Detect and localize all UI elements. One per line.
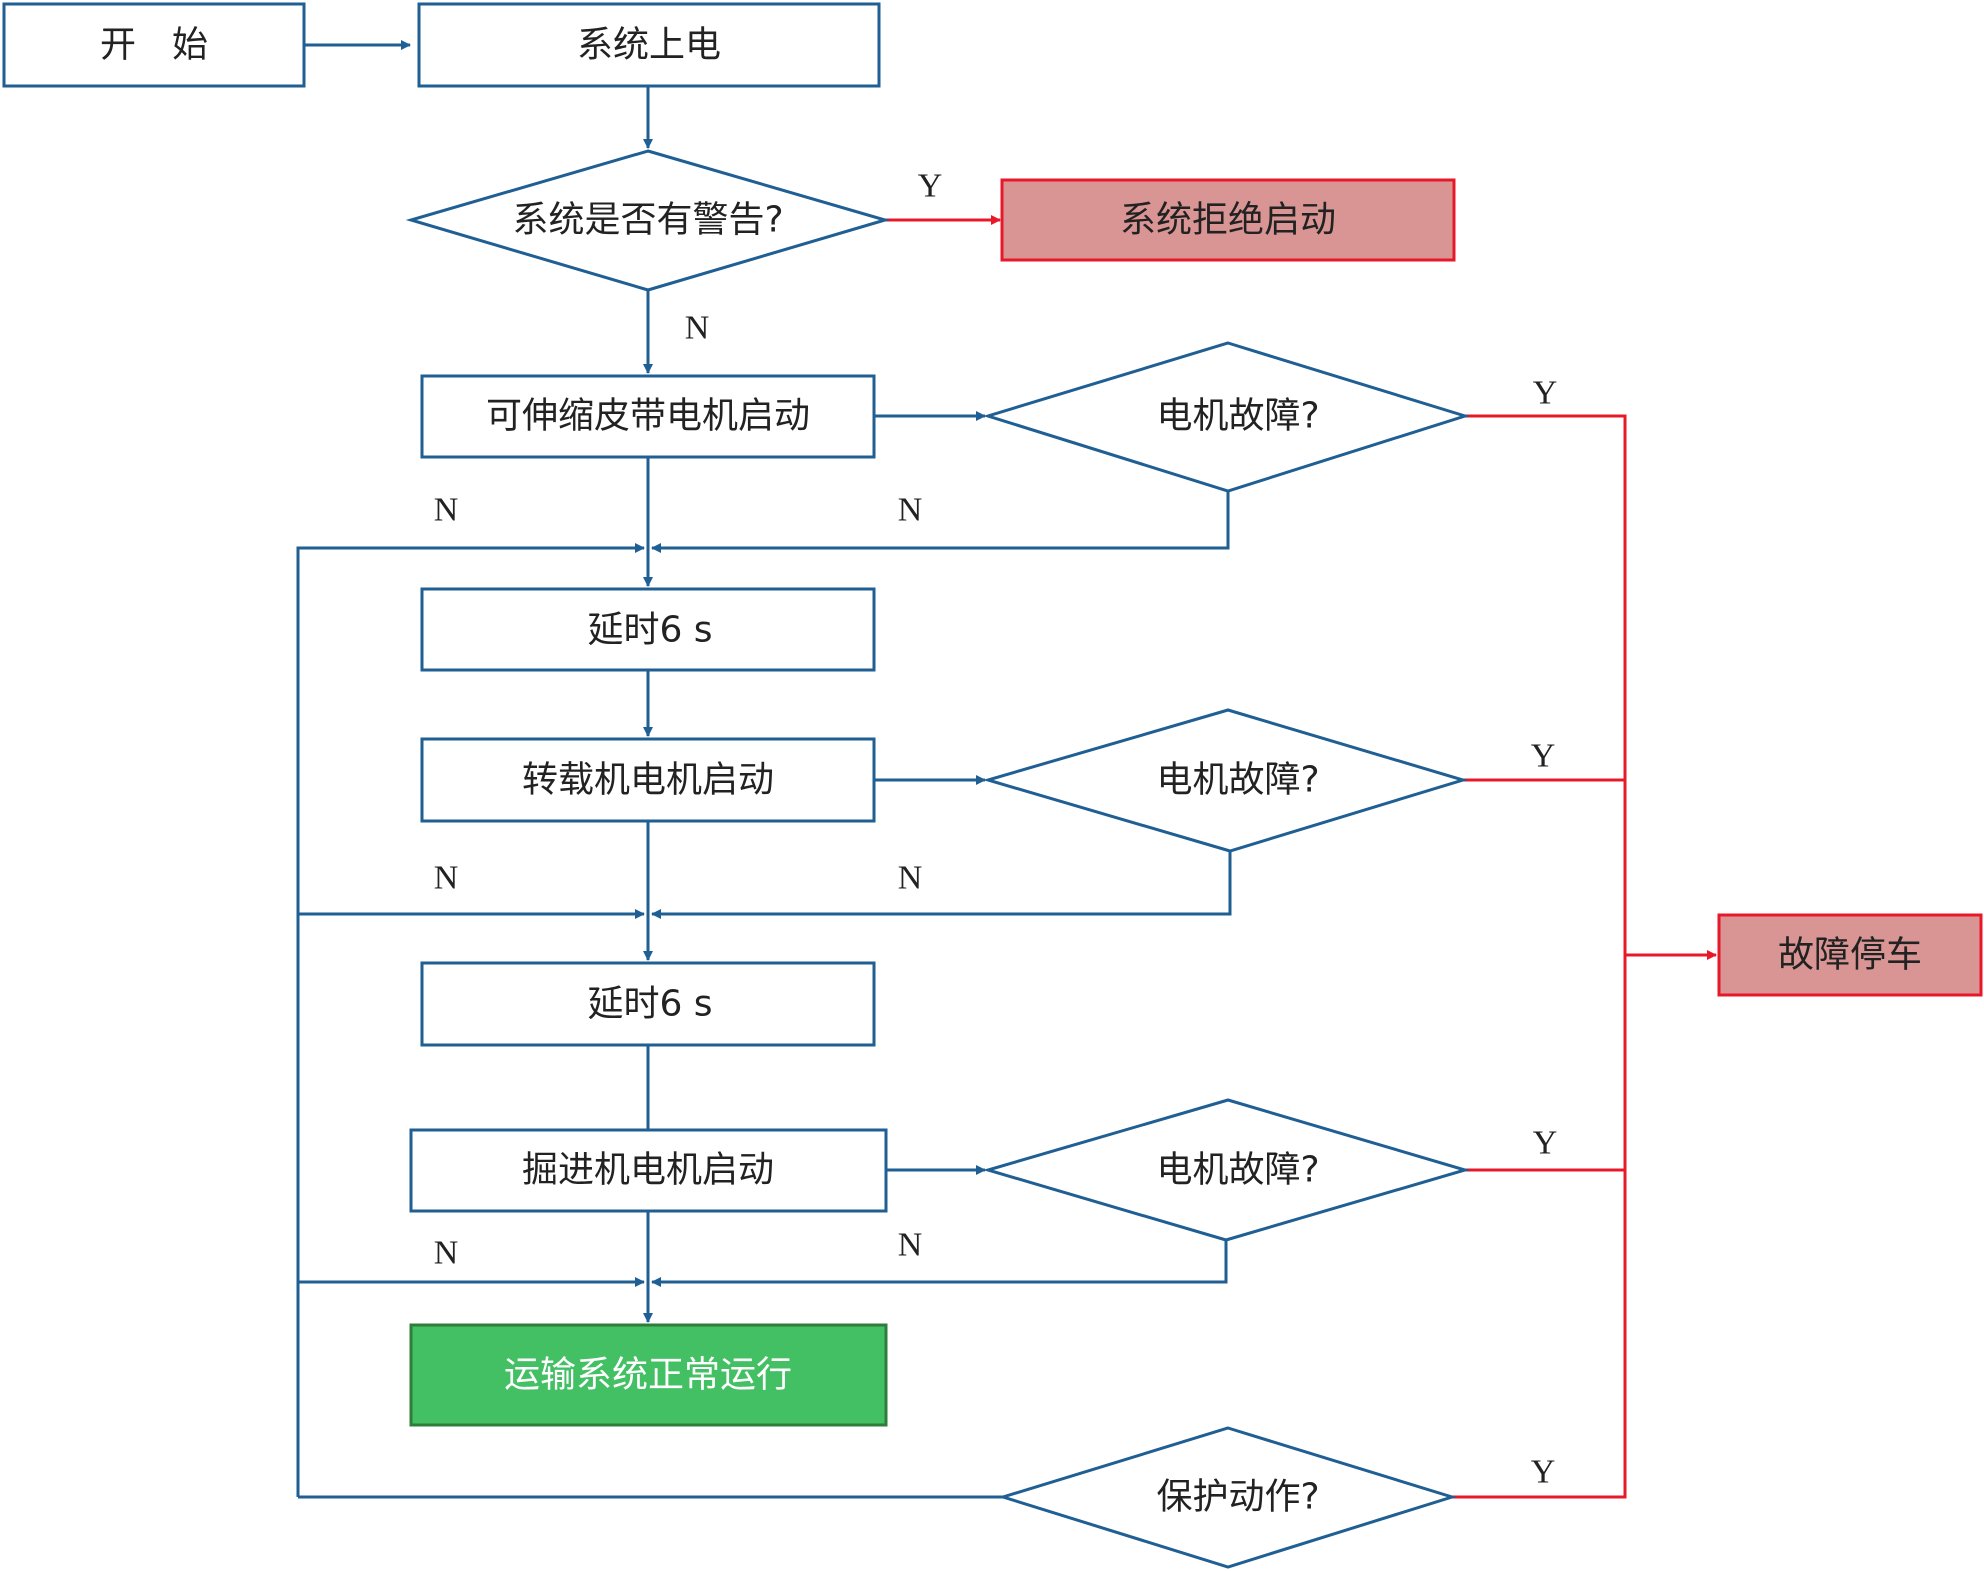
label-yes-fault-2: Y — [1531, 738, 1556, 775]
label-no-fault-3: N — [898, 1227, 923, 1264]
node-delay-2: 延时6 s — [420, 961, 876, 1047]
fault-connectors — [885, 215, 1717, 1499]
decision-fault-3-label: 电机故障? — [1156, 1150, 1319, 1191]
node-transfer-motor-start: 转载机电机启动 — [420, 737, 876, 823]
arrow-fault-3-no — [651, 1240, 1228, 1287]
node-start: 开 始 — [2, 2, 306, 88]
node-tunneling-motor-start-label: 掘进机电机启动 — [522, 1150, 774, 1191]
line-fault-bus — [1452, 414, 1627, 1499]
decision-warning: 系统是否有警告? — [405, 149, 891, 292]
decision-fault-1: 电机故障? — [982, 341, 1471, 493]
node-delay-1: 延时6 s — [420, 587, 876, 672]
node-normal-run: 运输系统正常运行 — [409, 1323, 888, 1427]
decision-warning-label: 系统是否有警告? — [512, 200, 783, 241]
label-yes-protection: Y — [1531, 1454, 1556, 1491]
node-power-on: 系统上电 — [417, 2, 881, 88]
decision-protection: 保护动作? — [997, 1426, 1458, 1569]
node-belt-motor-start: 可伸缩皮带电机启动 — [420, 374, 876, 459]
label-no-warning: N — [685, 310, 710, 347]
node-refuse-start-label: 系统拒绝启动 — [1120, 200, 1336, 241]
label-yes-warning: Y — [918, 168, 943, 205]
label-no-fault-2: N — [898, 860, 923, 897]
label-no-loop-2: N — [434, 860, 459, 897]
arrow-protection-no-loop-1 — [296, 543, 645, 1497]
node-belt-motor-start-label: 可伸缩皮带电机启动 — [486, 396, 810, 437]
node-start-label: 开 始 — [100, 25, 208, 66]
decision-fault-3: 电机故障? — [982, 1098, 1471, 1242]
node-delay-1-label: 延时6 s — [587, 610, 712, 651]
node-tunneling-motor-start: 掘进机电机启动 — [409, 1128, 888, 1213]
node-fault-stop: 故障停车 — [1717, 913, 1983, 997]
decision-fault-2-label: 电机故障? — [1156, 760, 1319, 801]
label-no-loop-1: N — [434, 492, 459, 529]
label-no-fault-1: N — [898, 492, 923, 529]
label-no-loop-3: N — [434, 1235, 459, 1272]
arrow-fault-1-no — [651, 491, 1230, 553]
node-refuse-start: 系统拒绝启动 — [1000, 178, 1456, 262]
flow-connectors — [296, 40, 1232, 1499]
decision-fault-1-label: 电机故障? — [1156, 396, 1319, 437]
node-power-on-label: 系统上电 — [577, 25, 721, 66]
arrow-fault-2-no — [651, 851, 1232, 919]
branch-labels: Y N Y N N Y N N Y N N Y — [434, 168, 1558, 1491]
node-transfer-motor-start-label: 转载机电机启动 — [522, 760, 774, 801]
node-normal-run-label: 运输系统正常运行 — [504, 1355, 792, 1396]
label-yes-fault-3: Y — [1533, 1125, 1558, 1162]
label-yes-fault-1: Y — [1533, 375, 1558, 412]
decision-protection-label: 保护动作? — [1156, 1477, 1319, 1518]
decision-fault-2: 电机故障? — [982, 708, 1469, 853]
node-delay-2-label: 延时6 s — [587, 984, 712, 1025]
node-fault-stop-label: 故障停车 — [1778, 935, 1922, 976]
